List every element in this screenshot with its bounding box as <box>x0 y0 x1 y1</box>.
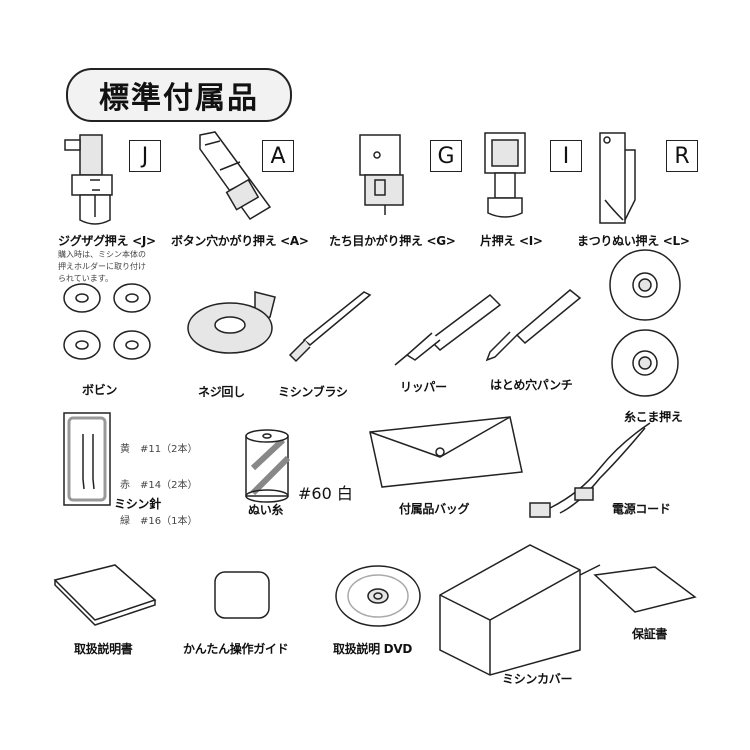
label-thread: ぬい糸 <box>248 503 284 517</box>
brush-image <box>288 291 372 363</box>
label-blindstitch-foot: まつりぬい押え <L> <box>577 234 690 248</box>
label-brush: ミシンブラシ <box>278 385 348 399</box>
buttonhole-foot-image <box>199 131 272 220</box>
label-zipper-foot: 片押え <I> <box>480 234 543 248</box>
label-zigzag-foot: ジグザグ押え <J> <box>58 234 156 248</box>
needle-pack-image <box>63 412 111 506</box>
manual-image <box>53 564 157 626</box>
warranty-image <box>593 566 697 613</box>
zipper-foot-image <box>484 132 526 218</box>
label-quick-guide: かんたん操作ガイド <box>183 642 289 656</box>
needle-spec-line: 緑 #16（1本） <box>120 516 198 527</box>
label-bobbin: ボビン <box>82 383 118 397</box>
screwdriver-image <box>187 291 276 354</box>
quick-guide-image <box>214 571 270 619</box>
label-seam-ripper: リッパー <box>400 380 447 394</box>
thread-spec: #60 白 <box>298 484 353 503</box>
needle-spec: 黄 #11（2本） 赤 #14（2本） 緑 #16（1本） <box>120 420 197 552</box>
machine-cover-image <box>439 544 601 676</box>
label-machine-cover: ミシンカバー <box>502 672 573 686</box>
bobbins-image <box>63 283 151 360</box>
note-line: られています。 <box>58 274 113 283</box>
label-spool-cap: 糸こま押え <box>624 410 683 424</box>
foot-letter-g: G <box>430 140 462 172</box>
page-title: 標準付属品 <box>66 68 292 122</box>
label-buttonhole-foot: ボタン穴かがり押え <A> <box>171 234 309 248</box>
label-overcasting-foot: たち目かがり押え <G> <box>329 234 456 248</box>
note-line: 購入時は、ミシン本体の <box>58 250 146 259</box>
label-dvd: 取扱説明 DVD <box>333 642 412 656</box>
label-power-cord: 電源コード <box>612 502 671 516</box>
label-manual: 取扱説明書 <box>74 642 133 656</box>
zigzag-note: 購入時は、ミシン本体の 押えホルダーに取り付け られています。 <box>58 249 146 285</box>
needle-spec-line: 黄 #11（2本） <box>120 444 198 455</box>
accessory-bag-image <box>369 416 523 488</box>
spool-caps-image <box>609 249 681 397</box>
foot-letter-i: I <box>550 140 582 172</box>
blindstitch-foot-image <box>599 132 636 224</box>
label-accessory-bag: 付属品バッグ <box>399 502 470 516</box>
foot-letter-a: A <box>262 140 294 172</box>
dvd-image <box>335 565 421 627</box>
zigzag-foot-image <box>64 134 113 225</box>
foot-letter-r: R <box>666 140 698 172</box>
label-warranty: 保証書 <box>632 627 668 641</box>
thread-spool-image <box>245 429 291 503</box>
foot-letter-j: J <box>129 140 161 172</box>
overcasting-foot-image <box>359 134 404 215</box>
label-needles: ミシン針 <box>114 497 161 511</box>
needle-spec-line: 赤 #14（2本） <box>120 480 198 491</box>
label-screwdriver: ネジ回し <box>198 385 245 399</box>
note-line: 押えホルダーに取り付け <box>58 262 146 271</box>
label-eyelet-punch: はとめ穴パンチ <box>490 378 573 392</box>
power-cord-image <box>529 422 651 518</box>
eyelet-punch-image <box>485 289 582 362</box>
seam-ripper-image <box>394 294 502 366</box>
